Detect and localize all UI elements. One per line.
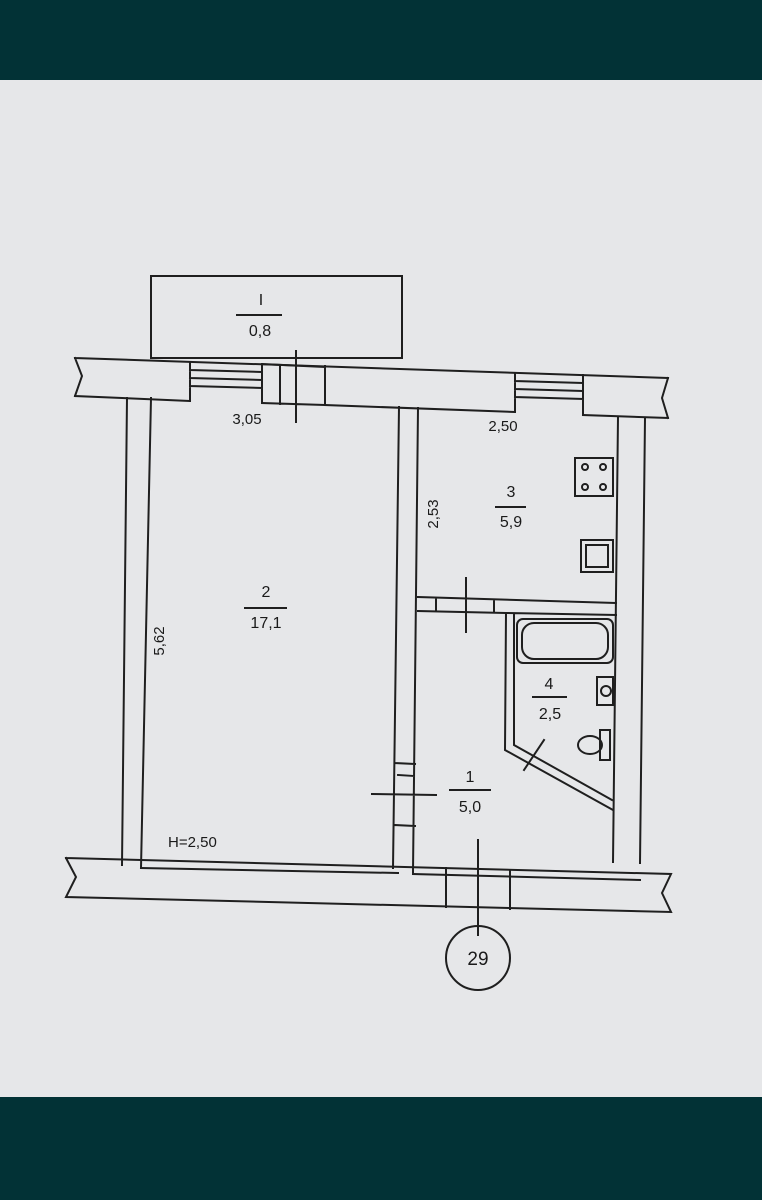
bottom-dark-band [0, 1097, 762, 1200]
outer-left-wall [120, 396, 153, 870]
bathtub [516, 618, 614, 664]
room-number-living: 2 [262, 584, 271, 601]
room-number-hall: 1 [466, 769, 475, 786]
balcony-door [260, 350, 327, 423]
label-lines [236, 314, 567, 791]
entrance-door [445, 839, 511, 936]
top-dark-band [0, 0, 762, 80]
toilet [599, 729, 611, 761]
bathroom-wall [503, 611, 618, 812]
outer-bottom-wall [64, 856, 673, 914]
ceiling-height: H=2,50 [168, 834, 217, 851]
outer-right-wall [611, 415, 647, 865]
dimension-room2-width: 3,05 [232, 411, 261, 428]
balcony-outline [150, 275, 403, 359]
dimension-room2-depth: 5,62 [151, 626, 168, 655]
apartment-number-circle [445, 925, 511, 991]
outer-top-wall [73, 356, 670, 420]
room-area-kitchen: 5,9 [500, 514, 522, 531]
partition-main [370, 405, 438, 874]
room-area-living: 17,1 [250, 615, 281, 632]
partition-kitchen [416, 577, 618, 633]
bathroom-door [522, 738, 546, 772]
window-kitchen [513, 372, 585, 416]
window-room2 [188, 361, 264, 404]
apartment-number: 29 [467, 949, 488, 970]
stove [574, 457, 614, 497]
room-number-bathroom: 4 [545, 676, 554, 693]
room-area-hall: 5,0 [459, 799, 481, 816]
paper-sheet [0, 80, 762, 1097]
room-number-balcony: I [259, 292, 263, 309]
dimension-room3-width: 2,50 [488, 418, 517, 435]
dimension-room3-depth: 2,53 [425, 499, 442, 528]
kitchen-sink [580, 539, 614, 573]
bath-sink [596, 676, 614, 706]
room-area-bathroom: 2,5 [539, 706, 561, 723]
room-number-kitchen: 3 [507, 484, 516, 501]
room-area-balcony: 0,8 [249, 323, 271, 340]
